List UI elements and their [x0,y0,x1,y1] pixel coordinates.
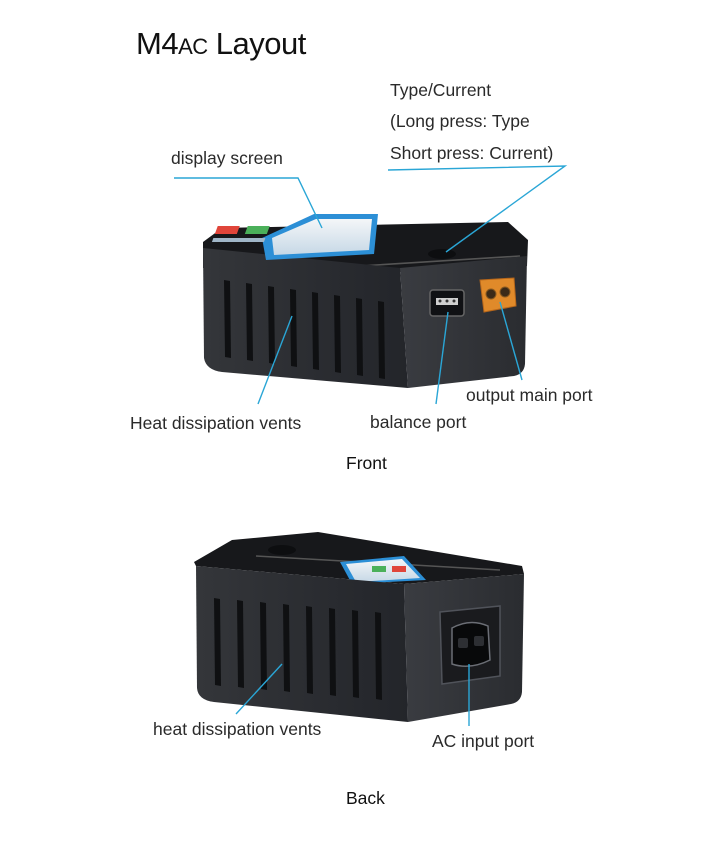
back-display-screen [340,556,426,584]
leader-display-screen [174,177,323,229]
front-device-side [203,248,408,388]
back-device [194,532,524,722]
back-ac-input-port [439,605,501,685]
back-leader-lines [235,663,470,726]
front-leader-lines [174,165,568,405]
label-type-current-line3: Short press: Current) [390,143,554,163]
title-rest: Layout [207,26,307,61]
label-type-current-line1: Type/Current [390,80,492,100]
back-device-top [194,532,524,584]
front-balance-port [429,289,465,317]
leader-balance-port [435,311,449,405]
leader-type-current [387,165,568,253]
title-model: M4 [136,26,179,61]
page-title: M4AC Layout [136,26,306,62]
label-heat-dissipation-vents-front: Heat dissipation vents [130,413,302,433]
front-display-screen [211,214,378,260]
label-output-main-port: output main port [466,385,593,405]
back-button [268,545,296,555]
label-type-current-line2: (Long press: Type [390,111,530,131]
label-heat-dissipation-vents-back: heat dissipation vents [153,719,322,739]
leader-heat-vents-front [257,315,293,405]
leader-heat-vents-back [235,663,283,715]
front-device [203,214,528,388]
type-current-button [428,249,456,259]
label-ac-input-port: AC input port [432,731,535,751]
title-model-suffix: AC [178,34,208,59]
caption-front: Front [346,453,387,473]
front-device-port-face [400,256,527,388]
front-output-main-port [479,277,517,313]
leader-output-port [499,301,523,381]
caption-back: Back [346,788,385,808]
label-display-screen: display screen [171,148,283,168]
label-balance-port: balance port [370,412,467,432]
front-heat-vents [224,280,385,379]
back-heat-vents [214,598,382,700]
